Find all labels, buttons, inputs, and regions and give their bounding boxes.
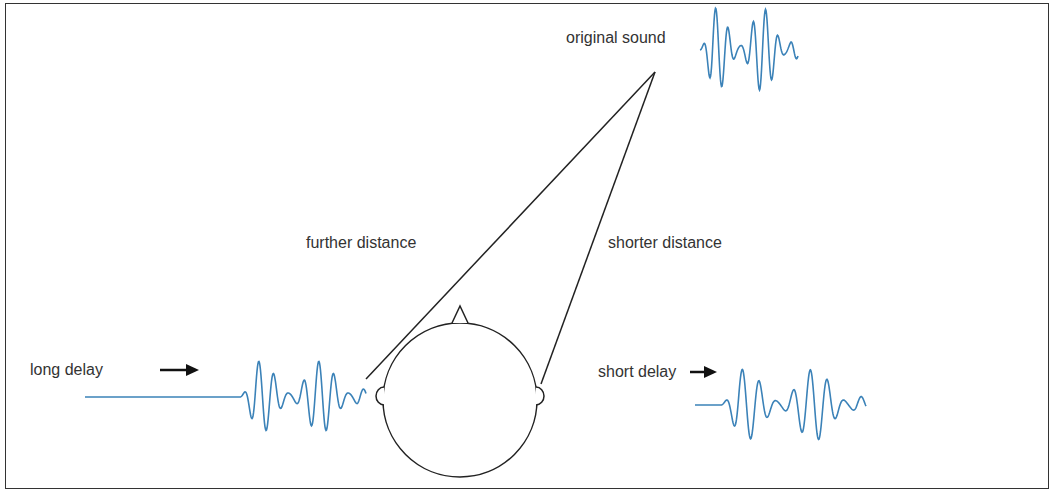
delayed-wave-left	[85, 361, 366, 430]
delayed-wave-right	[695, 370, 866, 440]
sound-path-long	[366, 72, 655, 379]
label-text: further distance	[306, 234, 416, 251]
sound-label: original sound	[566, 28, 666, 48]
delay-arrowhead-left	[186, 364, 199, 376]
label-text: shorter distance	[608, 234, 722, 251]
right-ear	[536, 387, 544, 405]
delay-arrow-left	[160, 369, 190, 372]
head	[383, 323, 537, 477]
label-text: short delay	[598, 363, 676, 380]
delay-arrowhead-right	[704, 366, 717, 378]
delay-label: long delay	[30, 360, 103, 380]
delay-label: short delay	[598, 362, 676, 382]
frame	[6, 4, 1049, 489]
distance-label: further distance	[306, 233, 416, 253]
nose	[452, 306, 468, 323]
label-text: long delay	[30, 361, 103, 378]
sound-wave	[700, 8, 798, 90]
left-ear	[376, 387, 384, 405]
distance-label: shorter distance	[608, 233, 722, 253]
sound-path-short	[541, 72, 655, 384]
label-text: original sound	[566, 29, 666, 46]
